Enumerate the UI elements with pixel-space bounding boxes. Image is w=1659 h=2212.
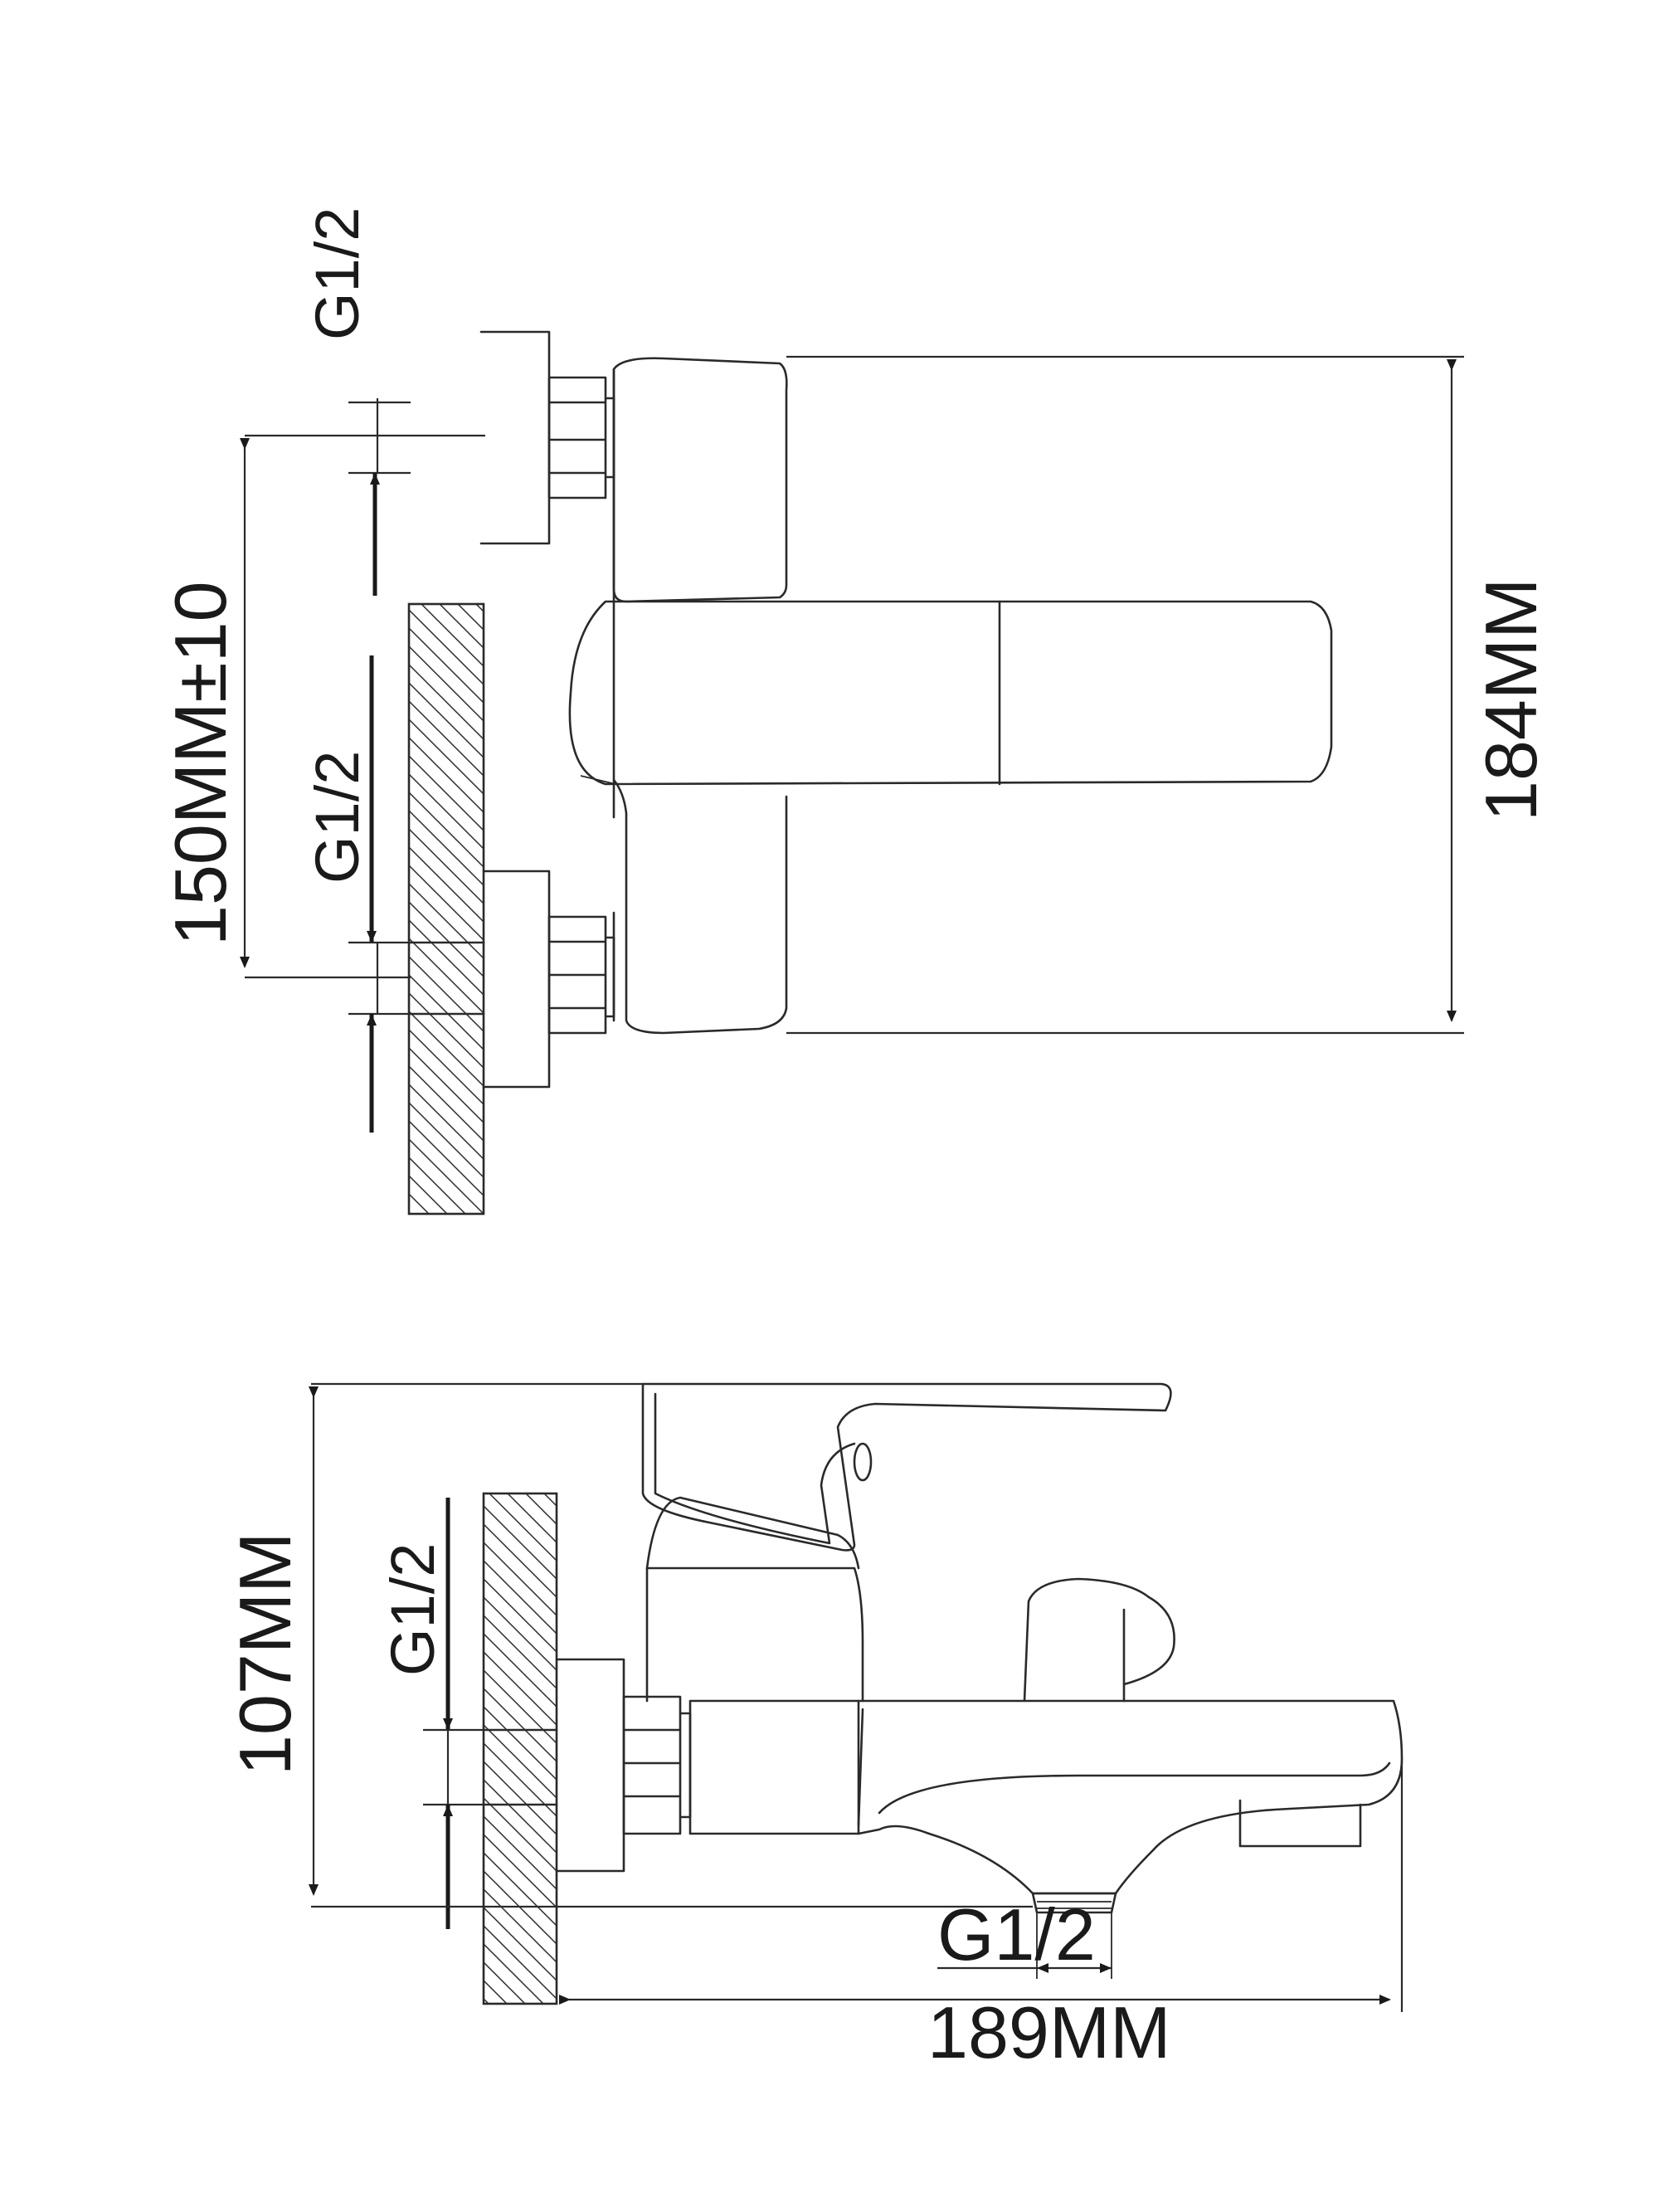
overall-width-label: 184MM xyxy=(1470,578,1552,821)
faucet-body xyxy=(612,357,788,603)
side-view: G1/2 107MM G1/2 189MM xyxy=(224,1382,1404,2073)
side-escutcheon xyxy=(555,1658,625,1873)
upper-nut xyxy=(547,376,615,499)
aerator xyxy=(1238,1799,1362,1848)
side-body xyxy=(688,1699,860,1835)
side-spout xyxy=(857,1699,1404,1895)
lever-handle xyxy=(641,1382,1172,1552)
side-inlet-thread-label: G1/2 xyxy=(378,1543,447,1676)
height-label: 107MM xyxy=(224,1532,306,1776)
upper-escutcheon xyxy=(479,330,551,545)
spout xyxy=(568,600,1333,786)
top-inlet-thread-label: G1/2 xyxy=(303,207,372,340)
top-view: G1/2 G1/2 150MM±10 184MM xyxy=(159,207,1552,1216)
side-nut xyxy=(622,1695,692,1835)
depth-label: 189MM xyxy=(927,1991,1170,2073)
bottom-inlet-thread-label: G1/2 xyxy=(303,751,372,884)
lower-nut xyxy=(547,915,615,1035)
lower-escutcheon xyxy=(482,870,551,1089)
side-wall-section xyxy=(482,1492,558,2005)
diverter-knob xyxy=(1023,1577,1175,1703)
outlet-thread-label: G1/2 xyxy=(937,1893,1096,1976)
center-distance-label: 150MM±10 xyxy=(159,581,241,946)
wall-section xyxy=(407,602,485,1216)
